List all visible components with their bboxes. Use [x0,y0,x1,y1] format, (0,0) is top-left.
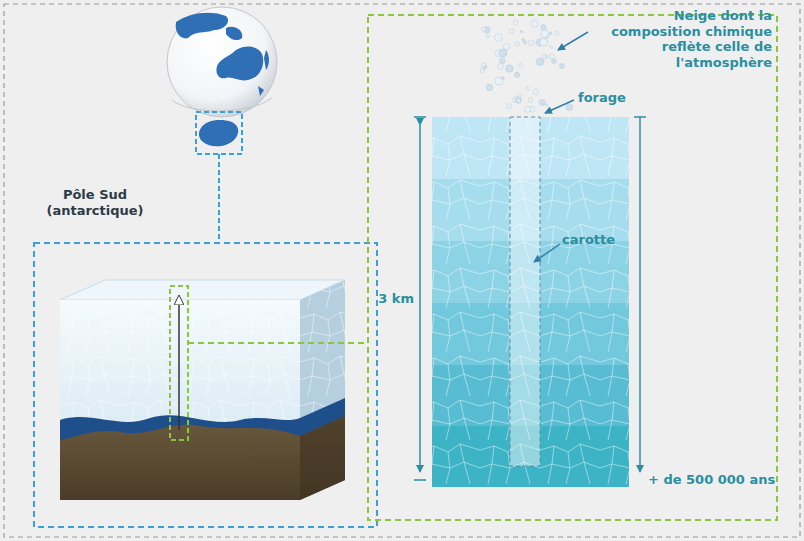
ice-core [510,117,540,466]
depth-label: 3 km [378,291,414,307]
drill-arrow [178,297,180,430]
antarctica [199,120,238,146]
drill-zone [170,286,188,440]
leader-line [545,100,574,113]
zoom-frame [368,15,777,520]
zoom-leader-green [188,342,368,344]
globe [167,7,277,148]
leader-line [534,244,560,262]
ice-block [60,280,345,500]
snowflakes [480,20,572,112]
region-frame [34,243,377,527]
core-label: carotte [562,232,615,248]
outer-frame [4,4,800,537]
age-arrow [639,117,641,472]
zoom-leader [218,154,220,243]
depth-arrow [419,125,421,472]
region-heading: Pôle Sud (antarctique) [45,187,145,220]
drill-label: forage [578,90,626,106]
region-box: Pôle Sud (antarctique) [34,243,377,527]
ice-column [432,117,629,487]
snow-note: Neige dont la composition chimique reflè… [592,8,772,70]
age-label: + de 500 000 ans [648,472,775,488]
leader-line [558,32,588,50]
zoom-square [196,112,242,154]
